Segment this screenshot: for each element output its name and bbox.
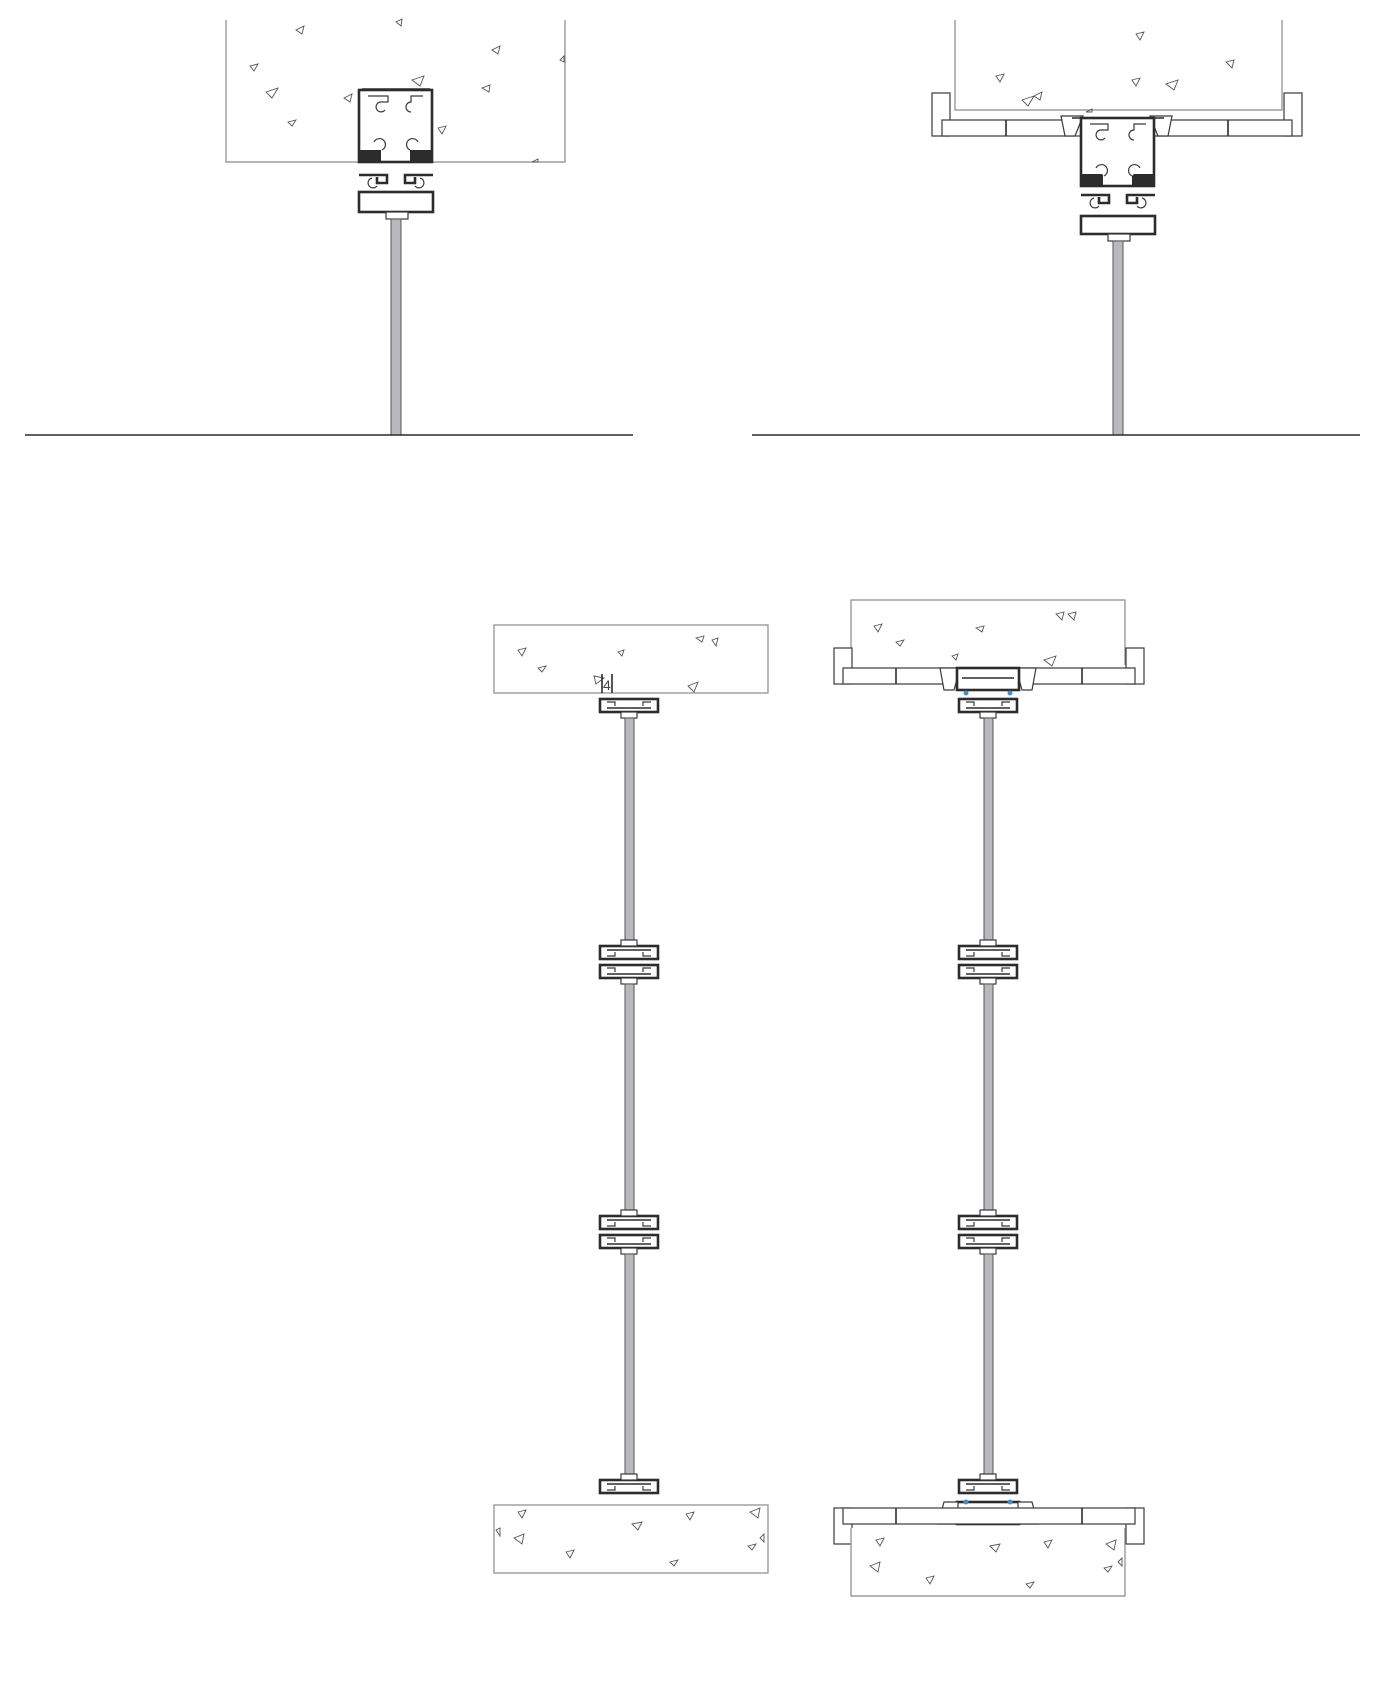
concrete-slab-bottom — [493, 1504, 769, 1574]
aggregate-marks — [495, 1507, 765, 1567]
carrier-joint-1a — [598, 938, 660, 961]
carrier-joint-2a — [598, 1208, 660, 1231]
sealant-dot — [1007, 1499, 1013, 1505]
carrier-joint-2b — [957, 1233, 1019, 1256]
glass-panel-1 — [624, 717, 635, 941]
dimension-text: 4 — [603, 677, 611, 693]
glass-panel-1 — [983, 717, 994, 941]
concrete-slab-top — [493, 624, 769, 694]
aggregate-marks — [249, 18, 565, 163]
concrete-slab-bottom — [850, 1528, 1126, 1597]
detail-ceiling-track-bulkhead — [752, 20, 1360, 436]
glass-carrier-profile — [1079, 193, 1157, 242]
glass-panel-2 — [983, 983, 994, 1211]
detail-ceiling-track-direct — [25, 18, 633, 436]
dimension-callout: 4 — [601, 674, 613, 693]
carrier-joint-1b — [957, 963, 1019, 986]
carrier-joint-2b — [598, 1233, 660, 1256]
aggregate-marks — [995, 31, 1235, 113]
detail-elevation-direct-fix: 4 — [493, 624, 769, 1574]
aggregate-marks — [873, 611, 1077, 667]
aggregate-marks — [869, 1537, 1123, 1589]
carrier-joint-2a — [957, 1208, 1019, 1231]
detail-elevation-bulkhead-fix — [833, 599, 1145, 1597]
glass-panel-3 — [624, 1253, 635, 1475]
sealant-dot — [963, 690, 969, 696]
bulkhead-trim-bottom — [833, 1499, 1145, 1545]
head-track-profile — [1072, 116, 1164, 188]
sealant-dot — [963, 1499, 969, 1505]
carrier-joint-1b — [598, 963, 660, 986]
glass-panel-2 — [624, 983, 635, 1211]
glass-panel — [390, 218, 402, 436]
sealant-dot — [1007, 690, 1013, 696]
glass-panel — [1112, 240, 1124, 436]
concrete-slab-top — [850, 599, 1126, 665]
carrier-bottom — [598, 1472, 660, 1495]
carrier-joint-1a — [957, 938, 1019, 961]
bulkhead-trim-top — [833, 647, 1145, 696]
aggregate-marks — [517, 635, 719, 693]
carrier-top — [957, 697, 1019, 720]
carrier-top — [598, 697, 660, 720]
carrier-bottom — [957, 1472, 1019, 1495]
head-track-profile — [357, 88, 434, 164]
concrete-slab — [954, 20, 1283, 111]
glass-carrier-profile — [357, 173, 435, 220]
glass-panel-3 — [983, 1253, 994, 1475]
